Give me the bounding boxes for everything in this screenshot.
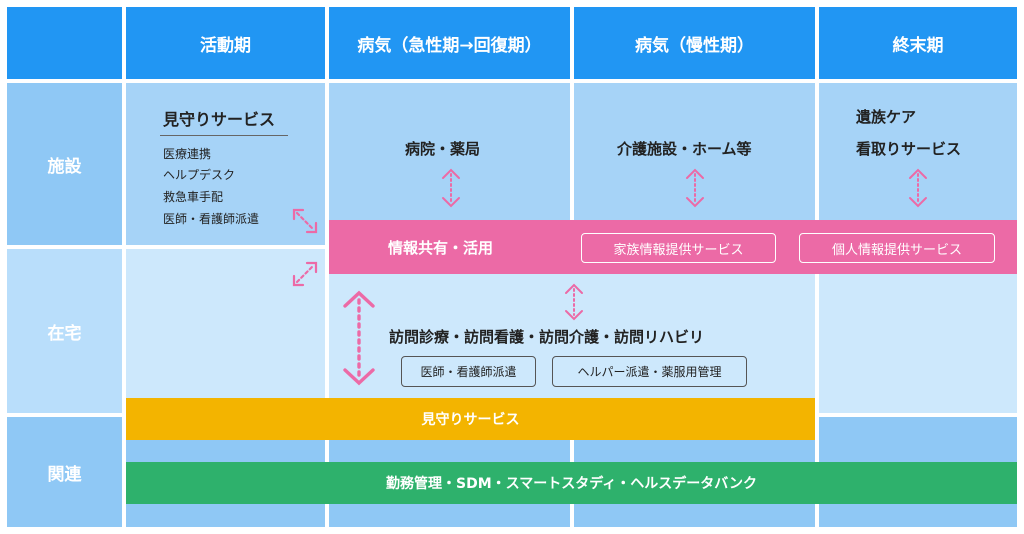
activity-divider [160, 135, 288, 136]
care-facility-label: 介護施設・ホーム等 [617, 140, 752, 158]
row-label-facility: 施設 [7, 83, 122, 245]
header-acute-period: 病気（急性期→回復期） [329, 7, 570, 79]
vertical-double-arrow-icon [909, 168, 927, 208]
info-sharing-band: 情報共有・活用 [329, 220, 1017, 274]
personal-info-service-pill: 個人情報提供サービス [799, 233, 995, 263]
end-of-life-care-label: 看取りサービス [856, 140, 962, 158]
cell-facility-active [126, 83, 325, 245]
watch-service-band: 見守りサービス [126, 398, 815, 440]
cell-facility-acute [329, 83, 570, 245]
helper-dispatch-tag: ヘルパー派遣・薬服用管理 [552, 356, 747, 387]
work-management-band: 勤務管理・SDM・スマートスタディ・ヘルスデータバンク [126, 462, 1017, 504]
activity-title: 見守りサービス [163, 110, 276, 129]
vertical-double-arrow-icon [686, 168, 704, 208]
corner-cell [7, 7, 122, 79]
vertical-double-arrow-icon [442, 168, 460, 208]
activity-item: 救急車手配 [163, 190, 224, 204]
header-terminal-period: 終末期 [819, 7, 1017, 79]
header-active-period: 活動期 [126, 7, 325, 79]
family-info-service-pill: 家族情報提供サービス [581, 233, 776, 263]
vertical-double-arrow-icon [565, 283, 583, 321]
home-services-label: 訪問診療・訪問看護・訪問介護・訪問リハビリ [389, 328, 705, 346]
bereavement-care-label: 遺族ケア [856, 108, 917, 126]
activity-item: ヘルプデスク [163, 168, 236, 182]
header-chronic-period: 病気（慢性期） [574, 7, 815, 79]
doctor-nurse-dispatch-tag: 医師・看護師派遣 [401, 356, 536, 387]
row-label-home: 在宅 [7, 249, 122, 413]
cell-home-terminal [819, 249, 1017, 413]
activity-item: 医療連携 [163, 147, 212, 161]
long-vertical-double-arrow-icon [343, 290, 375, 386]
info-sharing-label: 情報共有・活用 [388, 238, 494, 257]
cell-facility-terminal [819, 83, 1017, 245]
diagonal-arrow-icon [292, 208, 318, 234]
hospital-pharmacy-label: 病院・薬局 [405, 140, 481, 158]
row-label-related: 関連 [7, 417, 122, 527]
activity-item: 医師・看護師派遣 [163, 212, 260, 226]
cell-home-active [126, 249, 325, 413]
cell-facility-chronic [574, 83, 815, 245]
diagonal-arrow-icon [292, 261, 318, 287]
